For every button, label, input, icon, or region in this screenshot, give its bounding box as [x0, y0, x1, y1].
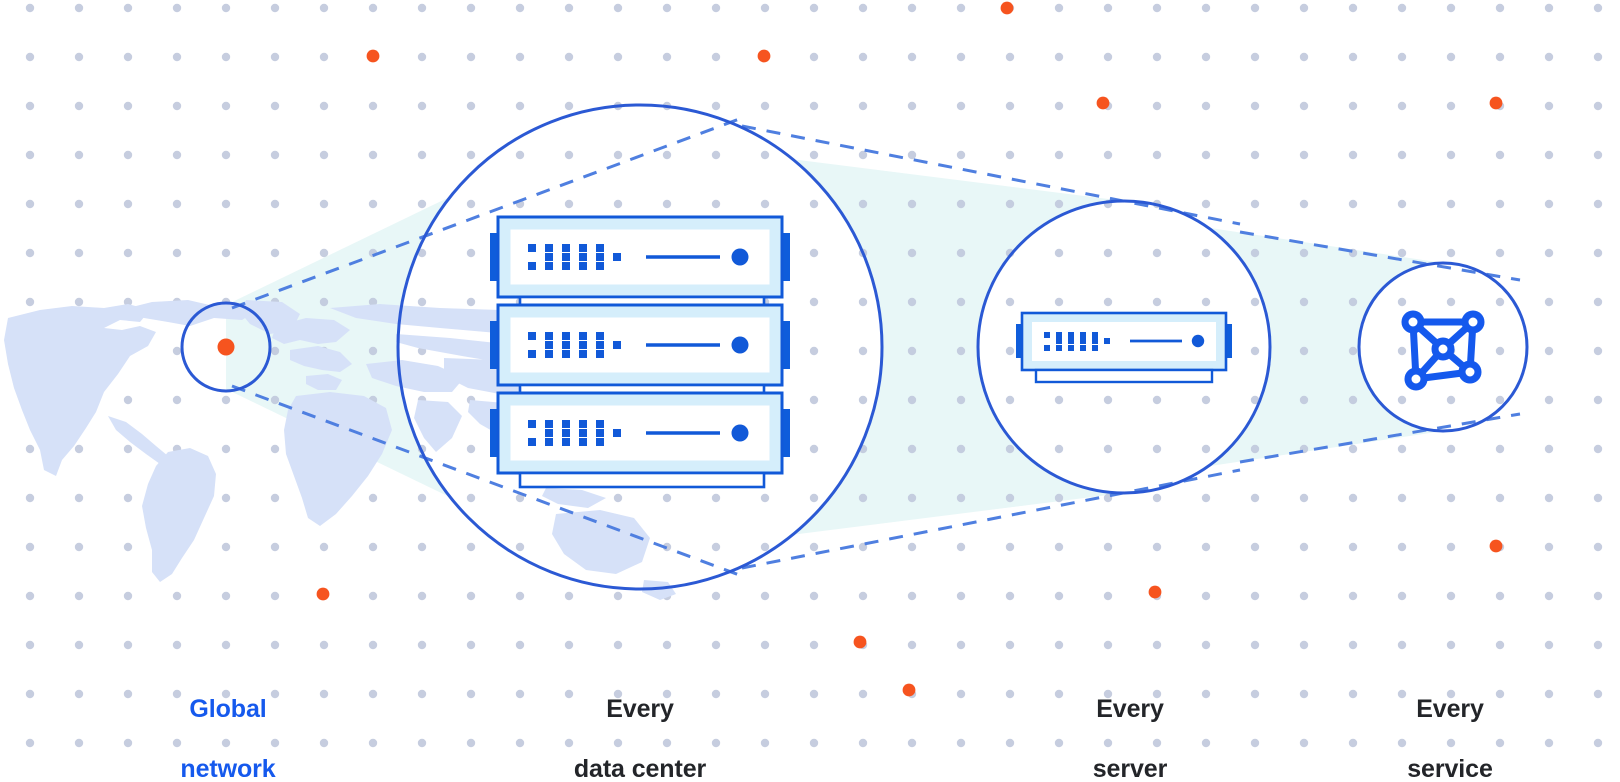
circle-data-center [396, 103, 884, 591]
stage-label-every-service: Every service [1350, 664, 1550, 782]
dot-grid-accents [316, 1, 1503, 697]
stage-label-line2: server [1092, 755, 1168, 782]
stage-label-line2: service [1407, 755, 1493, 782]
stage-circles [180, 103, 1529, 591]
circle-service [1357, 261, 1529, 433]
stage-label-line2: network [180, 755, 276, 782]
map-location-marker [217, 338, 235, 356]
stage-label-every-data-center: Every data center [540, 664, 740, 782]
stage-label-line1: Every [1416, 695, 1484, 723]
network-node-dots [1401, 310, 1485, 391]
stage-label-global-network: Global network [128, 664, 328, 782]
stage-label-line2: data center [573, 755, 707, 782]
server-unit-icon [1014, 311, 1234, 384]
stage-label-line1: Global [189, 695, 267, 723]
circle-server [976, 199, 1272, 495]
server-rack-icon [488, 215, 792, 489]
stage-label-line1: Every [606, 695, 674, 723]
stage-label-line1: Every [1096, 695, 1164, 723]
dashed-connector-lines [231, 116, 1521, 578]
circle-global-network [180, 301, 272, 393]
stage-label-every-server: Every server [1030, 664, 1230, 782]
